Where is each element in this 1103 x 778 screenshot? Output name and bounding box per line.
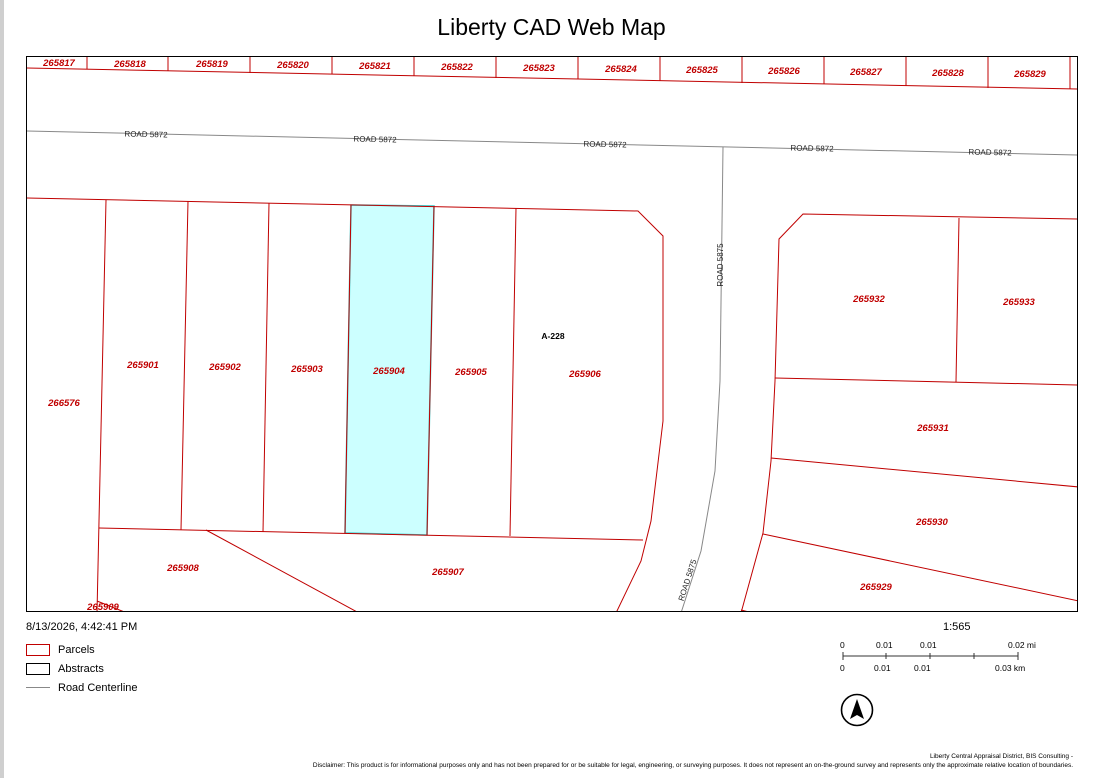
- parcel-label-265826: 265826: [767, 66, 800, 77]
- road-label-5875: ROAD 5875: [677, 558, 699, 602]
- parcel-boundaries-left-block: [27, 197, 664, 611]
- parcel-label-265828: 265828: [931, 68, 964, 79]
- scale-km-0: 0: [840, 663, 845, 673]
- map-timestamp: 8/13/2026, 4:42:41 PM: [26, 621, 138, 633]
- abstracts-swatch-icon: [26, 662, 50, 675]
- parcel-label-265829: 265829: [1013, 69, 1046, 80]
- road-centerline-swatch-icon: [26, 687, 50, 688]
- parcel-boundary: [426, 205, 435, 536]
- map-title: Liberty CAD Web Map: [437, 14, 666, 40]
- parcel-boundary: [740, 609, 748, 611]
- parcel-label-265901: 265901: [126, 360, 159, 371]
- map-legend: Parcels Abstracts Road Centerline: [26, 640, 138, 697]
- legend-label-parcels: Parcels: [58, 643, 95, 656]
- parcel-boundary: [205, 529, 357, 611]
- parcel-label-265825: 265825: [685, 65, 718, 76]
- parcel-label-265909: 265909: [86, 602, 119, 612]
- parcels-swatch-icon: [26, 643, 50, 656]
- parcel-boundary: [774, 377, 1077, 386]
- parcel-boundary-block-edge: [27, 197, 664, 611]
- road-label-5875: ROAD 5875: [716, 243, 725, 287]
- road-label-5872: ROAD 5872: [790, 144, 834, 154]
- parcel-label-265902: 265902: [208, 362, 241, 373]
- parcel-label-265907: 265907: [431, 567, 464, 578]
- top-parcel-labels: 265817 265818 265819 265820 265821 26582…: [42, 58, 1046, 80]
- parcel-label-265818: 265818: [113, 59, 146, 70]
- parcel-label-265929: 265929: [859, 582, 892, 593]
- parcel-boundary: [509, 207, 517, 537]
- road-5872-centerline: [27, 130, 1077, 156]
- north-arrow-graphic: [840, 693, 874, 727]
- parcel-label-265822: 265822: [440, 62, 473, 73]
- parcel-label-265933: 265933: [1002, 297, 1035, 308]
- map-svg: 265817 265818 265819 265820 265821 26582…: [27, 57, 1077, 612]
- parcel-label-265823: 265823: [522, 63, 555, 74]
- parcel-boundary-block-edge: [741, 213, 1077, 611]
- parcel-boundary: [344, 204, 352, 534]
- parcel-label-265904: 265904: [372, 366, 405, 377]
- disclaimer: Liberty Central Appraisal District, BIS …: [313, 752, 1073, 770]
- parcel-boundary: [762, 533, 1077, 602]
- parcel-boundary: [96, 199, 107, 611]
- legend-item-parcels: Parcels: [26, 640, 138, 659]
- parcel-label-265903: 265903: [290, 364, 323, 375]
- scale-km-1: 0.01: [874, 663, 891, 673]
- legend-label-abstracts: Abstracts: [58, 662, 104, 675]
- page-left-edge: [0, 0, 4, 778]
- road-label-5872: ROAD 5872: [353, 135, 397, 145]
- scale-mi-3: 0.02 mi: [1008, 640, 1036, 650]
- parcel-label-265817: 265817: [42, 58, 75, 69]
- parcel-label-265905: 265905: [454, 367, 487, 378]
- road-label-5872: ROAD 5872: [124, 130, 168, 140]
- road-5872: ROAD 5872 ROAD 5872 ROAD 5872 ROAD 5872 …: [27, 130, 1077, 158]
- map-canvas[interactable]: 265817 265818 265819 265820 265821 26582…: [26, 56, 1078, 612]
- parcel-label-266576: 266576: [47, 398, 80, 409]
- top-parcel-strip: [27, 57, 1077, 90]
- scale-bar: 0 0.01 0.01 0.02 mi 0 0.01 0.01 0.03 km: [838, 638, 1038, 674]
- parcel-boundary: [770, 457, 1077, 488]
- road-5875-centerline: [681, 146, 724, 611]
- parcel-label-265827: 265827: [849, 67, 882, 78]
- legend-label-road-centerline: Road Centerline: [58, 681, 138, 694]
- legend-item-abstracts: Abstracts: [26, 659, 138, 678]
- scale-km-3: 0.03 km: [995, 663, 1026, 673]
- parcel-label-265820: 265820: [276, 60, 309, 71]
- scale-mi-1: 0.01: [876, 640, 893, 650]
- parcel-label-265824: 265824: [604, 64, 637, 75]
- parcel-label-265819: 265819: [195, 59, 228, 70]
- parcel-boundary: [180, 200, 189, 531]
- parcel-labels: 266576 265901 265902 265903 265904 26590…: [47, 294, 1035, 612]
- scale-km-2: 0.01: [914, 663, 931, 673]
- scale-mi-2: 0.01: [920, 640, 937, 650]
- scale-ratio: 1:565: [943, 621, 971, 633]
- top-strip-bottom-edge: [27, 67, 1077, 90]
- parcel-boundary: [955, 217, 960, 383]
- north-arrow-head: [850, 699, 864, 719]
- parcel-boundary: [98, 527, 644, 541]
- parcel-label-265906: 265906: [568, 369, 601, 380]
- road-label-5872: ROAD 5872: [968, 148, 1012, 158]
- scale-bar-graphic: [842, 652, 1019, 660]
- road-5875: ROAD 5875 ROAD 5875: [677, 146, 725, 611]
- parcel-boundary: [96, 600, 124, 611]
- parcel-label-265821: 265821: [358, 61, 391, 72]
- disclaimer-text: Disclaimer: This product is for informat…: [312, 762, 1073, 769]
- legend-item-road-centerline: Road Centerline: [26, 678, 138, 697]
- disclaimer-attribution: Liberty Central Appraisal District, BIS …: [929, 753, 1073, 760]
- parcel-boundaries-right-block: [740, 213, 1077, 611]
- north-arrow-icon: [840, 693, 874, 732]
- parcel-label-265932: 265932: [852, 294, 885, 305]
- road-label-5872: ROAD 5872: [583, 140, 627, 150]
- parcel-boundary: [262, 202, 270, 533]
- parcel-label-265908: 265908: [166, 563, 199, 574]
- parcel-label-265930: 265930: [915, 517, 948, 528]
- abstract-label: A-228: [541, 331, 564, 341]
- parcel-label-265931: 265931: [916, 423, 949, 434]
- scale-mi-0: 0: [840, 640, 845, 650]
